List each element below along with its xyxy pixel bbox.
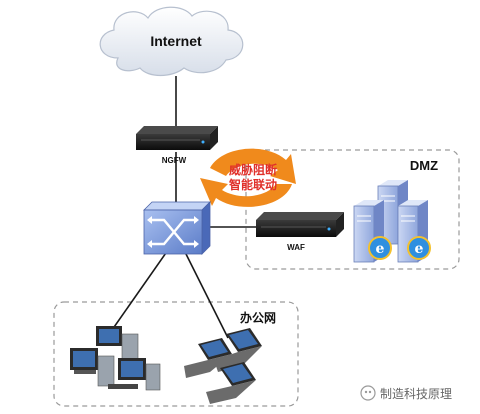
office-zone [53,301,299,407]
linkage-label-line2: 智能联动 [228,177,277,192]
svg-text:e: e [415,241,424,257]
dmz-label: DMZ [410,158,438,173]
linkage-arrows [200,148,296,207]
desktop-computer-icon [70,326,161,391]
waf-device: WAF [256,212,344,252]
internet-cloud: Internet [99,6,244,77]
office-label: 办公网 [240,310,276,325]
switch-icon [143,201,211,255]
connection-lines [111,76,256,339]
ngfw-device: NGFW [136,126,218,165]
linkage-label-line1: 威胁阻断 [229,162,277,177]
internet-label: Internet [150,33,202,49]
waf-label: WAF [287,243,305,252]
ie-logo-icon: e [407,236,431,260]
svg-text:e: e [376,241,385,257]
ngfw-label: NGFW [162,156,187,165]
laptop-icon [184,328,262,404]
ie-logo-icon: e [368,236,392,260]
watermark-text: 制造科技原理 [380,387,452,401]
wechat-watermark: 制造科技原理 [360,385,452,401]
